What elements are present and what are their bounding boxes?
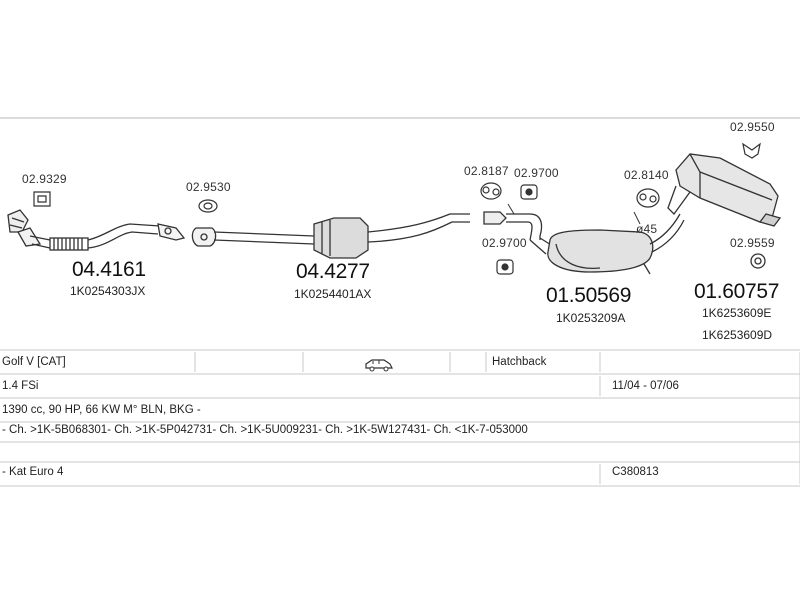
- system-code: C380813: [612, 466, 659, 478]
- oem-number: 1K0254401AX: [294, 287, 372, 301]
- rubber-mount-drawing-b: [496, 259, 514, 275]
- rubber-mount-drawing-a: [520, 184, 538, 200]
- middle-silencer-drawing: [483, 211, 685, 275]
- part-number[interactable]: 04.4161: [72, 258, 146, 281]
- diameter-label: ø45: [636, 222, 658, 236]
- accessory-number: 02.9550: [730, 120, 775, 134]
- accessory-number: 02.9700: [514, 166, 559, 180]
- accessory-number: 02.9530: [186, 180, 231, 194]
- oem-number: 1K6253609E: [702, 306, 772, 320]
- part-number[interactable]: 01.50569: [546, 284, 632, 307]
- car-hatchback-icon: [364, 358, 394, 377]
- rear-silencer-drawing: [667, 153, 782, 227]
- oem-number: 1K6253609D: [702, 328, 773, 342]
- accessory-number: 02.9329: [22, 172, 67, 186]
- hanger-drawing: [742, 142, 761, 159]
- catalyst-drawing: [191, 213, 470, 259]
- chassis-range: - Ch. >1K-5B068301- Ch. >1K-5P042731- Ch…: [2, 424, 528, 436]
- body-type: Hatchback: [492, 356, 547, 368]
- part-number[interactable]: 01.60757: [694, 280, 780, 303]
- production-years: 11/04 - 07/06: [612, 380, 679, 392]
- emission-class: - Kat Euro 4: [2, 466, 64, 478]
- accessory-number: 02.8140: [624, 168, 669, 182]
- oem-number: 1K0253209A: [556, 311, 626, 325]
- front-pipe-drawing: [7, 209, 186, 251]
- accessory-number: 02.9559: [730, 236, 775, 250]
- accessory-number: 02.9700: [482, 236, 527, 250]
- part-number[interactable]: 04.4277: [296, 260, 370, 283]
- accessory-number: 02.8187: [464, 164, 509, 178]
- gasket-drawing: [33, 191, 51, 207]
- bracket-drawing-b: [636, 188, 660, 208]
- oem-number: 1K0254303JX: [70, 284, 146, 298]
- clamp-drawing: [750, 253, 766, 269]
- engine-spec: 1390 cc, 90 HP, 66 KW M° BLN, BKG -: [2, 404, 201, 416]
- bracket-drawing-a: [480, 182, 502, 200]
- engine: 1.4 FSi: [2, 380, 39, 392]
- vehicle-model: Golf V [CAT]: [2, 356, 66, 368]
- ring-gasket-drawing: [198, 199, 218, 213]
